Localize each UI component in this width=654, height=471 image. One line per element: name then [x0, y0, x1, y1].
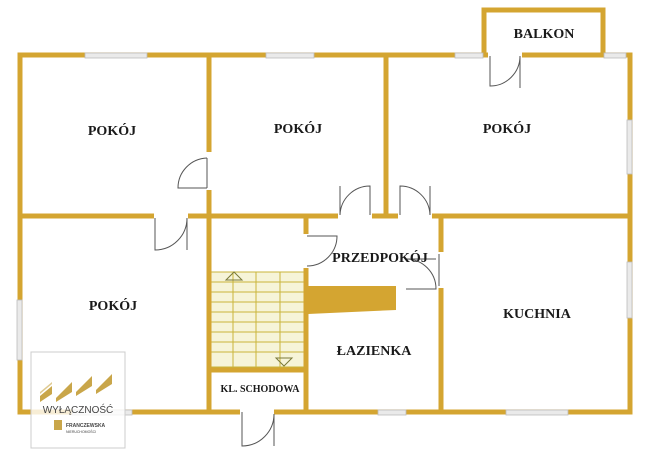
- logo-headline: WYŁĄCZNOŚĆ: [43, 403, 114, 416]
- room-label-pokoj-bottom-left: POKÓJ: [89, 297, 137, 314]
- staircase: [210, 271, 305, 368]
- room-label-pokoj-top-left: POKÓJ: [88, 122, 136, 139]
- door-swing: [405, 258, 437, 290]
- room-labels: BALKON POKÓJ POKÓJ POKÓJ POKÓJ PRZEDPOKÓ…: [88, 27, 574, 395]
- door-swing: [339, 185, 371, 216]
- room-label-lazienka: ŁAZIENKA: [337, 344, 413, 359]
- windows: [16, 52, 633, 416]
- logo-mark-icon: [40, 374, 112, 402]
- door-swing: [154, 217, 188, 251]
- door-swing: [399, 185, 431, 216]
- room-label-przedpokoj: PRZEDPOKÓJ: [332, 249, 428, 266]
- room-label-kuchnia: KUCHNIA: [503, 307, 572, 322]
- door-swing: [241, 412, 275, 447]
- walls: [17, 7, 633, 415]
- room-label-pokoj-top-right: POKÓJ: [483, 120, 531, 137]
- logo-badge-icon: [54, 420, 62, 430]
- shaft-block: [308, 286, 396, 314]
- door-gaps: [154, 52, 522, 415]
- door-swing: [177, 157, 208, 189]
- door-swing: [306, 235, 338, 267]
- door-swing: [489, 55, 521, 87]
- room-label-balkon: BALKON: [514, 27, 575, 42]
- door-swings: [154, 55, 521, 447]
- room-label-klatka-schodowa: KL. SCHODOWA: [221, 384, 301, 395]
- agency-logo: WYŁĄCZNOŚĆ FRANCZEWSKA NIERUCHOMOŚCI: [30, 351, 126, 449]
- logo-box: [30, 351, 126, 449]
- logo-company: FRANCZEWSKA: [66, 423, 106, 429]
- logo-tagline: NIERUCHOMOŚCI: [66, 429, 96, 434]
- room-label-pokoj-top-middle: POKÓJ: [274, 120, 322, 137]
